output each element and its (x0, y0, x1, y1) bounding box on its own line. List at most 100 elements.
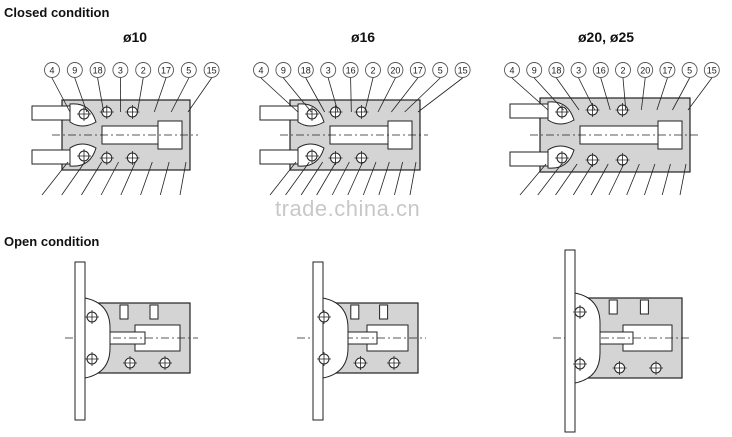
part-number-label: 2 (141, 66, 146, 76)
leader-line-bottom (394, 161, 404, 196)
part-number-label: 3 (576, 66, 581, 76)
leader-line-bottom (300, 161, 324, 196)
leader-line-bottom (679, 163, 687, 196)
screw-cross (123, 356, 137, 370)
part-number-label: 9 (532, 66, 537, 76)
screw-cross (158, 356, 172, 370)
finger-open (74, 261, 86, 421)
part-number-circle (615, 62, 631, 78)
leader-line-bottom (590, 163, 609, 196)
part-number-label: 9 (72, 66, 77, 76)
part-number-circle (44, 62, 60, 78)
leader-line (556, 77, 580, 111)
part-number-circle (342, 62, 359, 78)
leader-line (350, 77, 352, 113)
screw-cross (555, 151, 569, 165)
part-number-circle (112, 62, 129, 78)
jaw-lever (574, 292, 601, 384)
part-number-circle (158, 62, 174, 78)
part-number-label: 5 (186, 66, 191, 76)
part-number-label: 4 (258, 66, 263, 76)
leader-line-bottom (269, 161, 297, 196)
part-number-circle (253, 62, 269, 78)
open-diagram-1 (297, 261, 426, 421)
part-number-label: 16 (346, 66, 356, 76)
leader-line-bottom (572, 163, 594, 196)
open-condition-heading: Open condition (4, 234, 100, 249)
leader-line-bottom (555, 163, 578, 196)
part-number-label: 5 (687, 66, 692, 76)
leader-line-bottom (661, 163, 671, 196)
leader-line (364, 77, 374, 113)
leader-line-bottom (519, 163, 547, 196)
screw-cross (317, 310, 331, 324)
leader-line (283, 77, 312, 113)
leader-line (656, 77, 668, 111)
leader-line-bottom (81, 161, 103, 196)
screw-cross (125, 105, 140, 119)
part-number-label: 4 (49, 66, 54, 76)
port-fitting (149, 304, 159, 320)
leader-line (97, 77, 105, 113)
size-label-10: ø10 (122, 29, 148, 45)
part-number-label: 3 (118, 66, 123, 76)
screw-cross (99, 151, 114, 165)
leader-line-bottom (626, 163, 640, 196)
part-number-circle (203, 62, 220, 78)
part-number-label: 15 (207, 66, 217, 76)
part-number-label: 15 (458, 66, 468, 76)
part-number-circle (592, 62, 609, 78)
port-fitting (350, 304, 360, 320)
part-number-label: 18 (93, 66, 103, 76)
open-diagram-0 (65, 261, 198, 421)
leader-line-bottom (61, 161, 86, 196)
port-fitting (639, 299, 649, 315)
part-number-circle (526, 62, 543, 78)
screw-cross (85, 310, 99, 324)
finger-open (312, 261, 324, 421)
part-number-circle (570, 62, 587, 78)
leader-line (391, 77, 419, 113)
leader-line (260, 77, 299, 113)
leader-line (153, 77, 167, 113)
part-number-circle (297, 62, 314, 78)
leader-line (305, 77, 326, 113)
finger-upper (509, 103, 553, 119)
screw-cross (573, 357, 587, 371)
leader-line (187, 77, 212, 113)
part-number-circle (637, 62, 654, 78)
part-number-label: 16 (596, 66, 606, 76)
part-number-label: 2 (370, 66, 375, 76)
part-number-circle (454, 62, 471, 78)
leader-line-bottom (120, 161, 136, 196)
part-number-label: 17 (413, 66, 423, 76)
leader-line (170, 77, 190, 113)
finger-upper (259, 105, 303, 121)
port-fitting (119, 304, 129, 320)
part-number-circle (135, 62, 152, 78)
leader-line-bottom (316, 161, 337, 196)
screw-cross (125, 151, 140, 165)
screw-cross (354, 151, 369, 165)
screw-cross (305, 107, 319, 121)
leader-line (74, 77, 88, 113)
leader-line-bottom (100, 161, 119, 196)
leader-line-bottom (608, 163, 625, 196)
leader-line-bottom (537, 163, 562, 196)
leader-line (377, 77, 396, 113)
part-number-circle (703, 62, 720, 78)
finger-open (564, 249, 576, 433)
leader-line-bottom (347, 161, 364, 196)
screw-cross (354, 105, 369, 119)
leader-line (137, 77, 144, 113)
watermark: trade.china.cn (275, 196, 421, 221)
part-number-circle (681, 62, 698, 78)
leader-line-bottom (644, 163, 656, 196)
part-number-circle (320, 62, 337, 78)
screw-cross (612, 361, 627, 375)
leader-line-bottom (331, 161, 350, 196)
size-label-16: ø16 (350, 29, 376, 45)
part-number-label: 20 (390, 66, 400, 76)
